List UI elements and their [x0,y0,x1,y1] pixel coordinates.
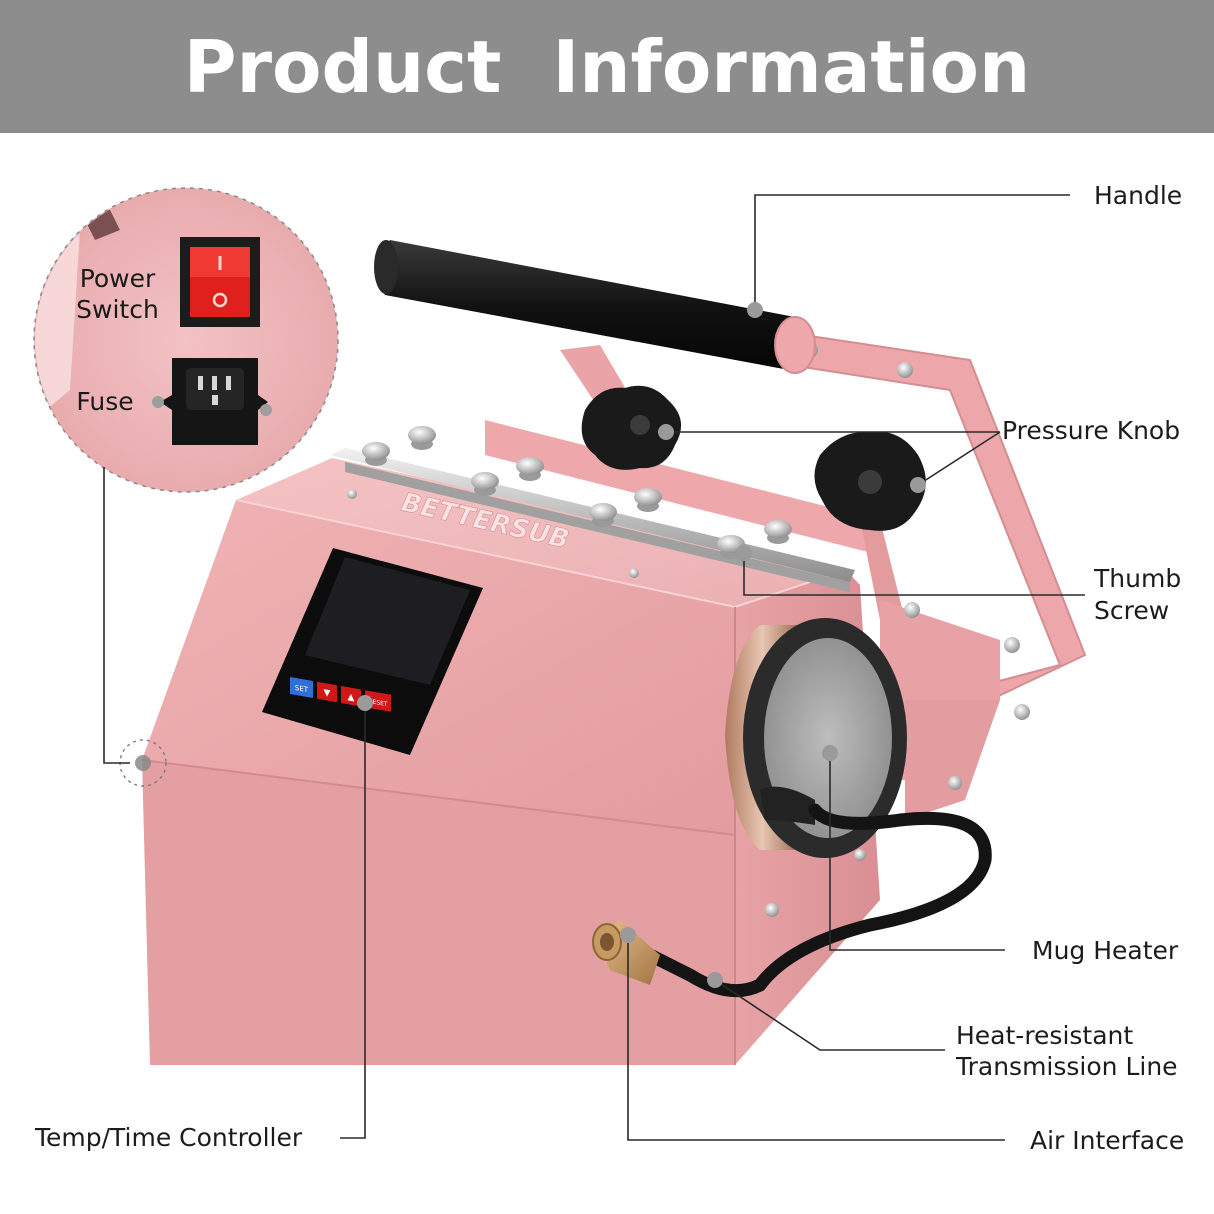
up-button[interactable] [341,685,361,707]
set-button[interactable] [290,677,313,699]
header-banner: Product Information [0,0,1214,133]
body-front-lower [142,760,735,1065]
fuse-label: Fuse [76,387,134,416]
control-panel: SET ▼ ▲ RESET [262,548,483,755]
callout-transmission-2: Transmission Line [956,1052,1178,1081]
inset-pointer-dot [135,755,151,771]
callout-thumb-screw-2: Screw [1094,596,1170,625]
mug-heater [725,618,907,858]
svg-text:▲: ▲ [348,692,355,703]
pressure-knobs [581,385,926,531]
power-switch-label: Power [70,264,165,294]
down-button[interactable] [317,681,337,703]
svg-text:▼: ▼ [324,688,331,699]
svg-text:SET: SET [295,683,309,694]
callout-transmission-1: Heat-resistant [956,1021,1134,1050]
power-switch-label-line2: Switch [76,295,159,324]
callout-lines [103,194,1085,1141]
callout-pressure-knob: Pressure Knob [1002,416,1181,445]
handle-bar [374,240,816,374]
callout-handle: Handle [1094,181,1183,210]
svg-text:RESET: RESET [368,698,387,708]
inset-zoom [33,187,339,493]
thumb-screws [362,426,792,559]
callout-air-interface: Air Interface [1030,1126,1185,1155]
body-top [236,458,846,607]
callout-dots [357,302,926,988]
callout-mug-heater: Mug Heater [1032,936,1179,965]
callout-thumb-screw-1: Thumb [1094,564,1182,593]
power-switch-label-line1: Power [79,264,156,293]
power-switch-label-2: Switch [70,295,165,325]
transmission-cable [643,803,992,998]
callout-temp-time-controller: Temp/Time Controller [35,1123,303,1152]
page-title: Product Information [183,24,1031,109]
